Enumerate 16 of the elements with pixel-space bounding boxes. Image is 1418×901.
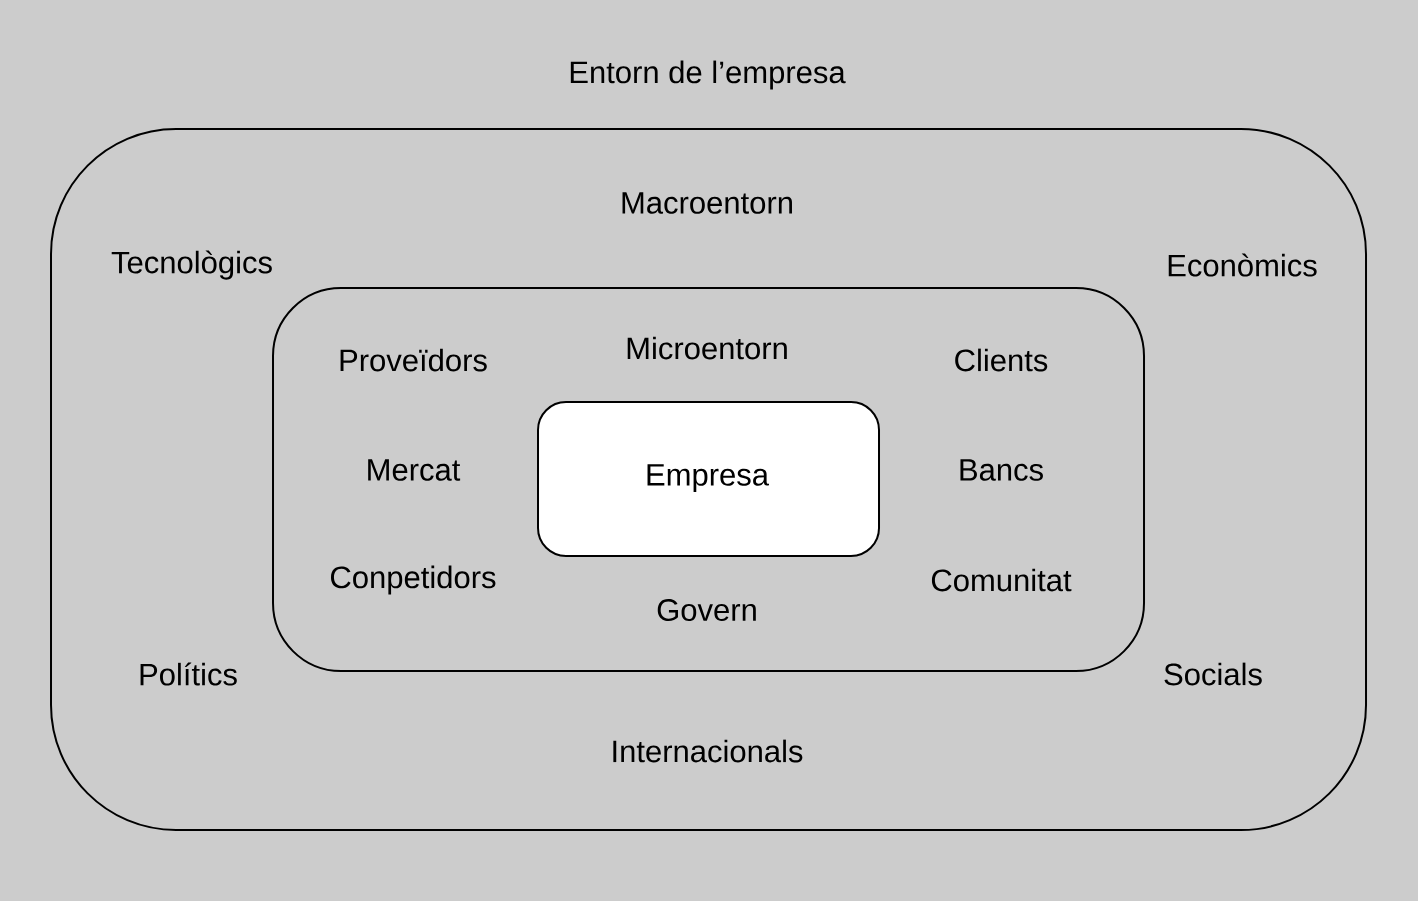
- title: Entorn de l’empresa: [570, 60, 846, 90]
- heading: Macroentorn: [622, 192, 792, 214]
- factor-label: Bancs: [960, 459, 1043, 481]
- factor-label: Polítics: [140, 662, 237, 686]
- factor-label: Clients: [955, 348, 1048, 372]
- factor-label: Proveïdors: [340, 348, 487, 372]
- factor-label: Comunitat: [931, 568, 1072, 592]
- factor-label: Econòmics: [1168, 253, 1317, 277]
- factor-label: Tecnològics: [111, 250, 272, 280]
- factor-label: Govern: [657, 599, 756, 621]
- factor-label: Socials: [1164, 662, 1262, 686]
- box-label: Empresa: [647, 464, 769, 492]
- factor-label: Internacionals: [613, 739, 803, 763]
- heading: Microentorn: [627, 336, 787, 360]
- factor-label: Conpetidors: [331, 565, 496, 595]
- factor-label: Mercat: [368, 459, 461, 481]
